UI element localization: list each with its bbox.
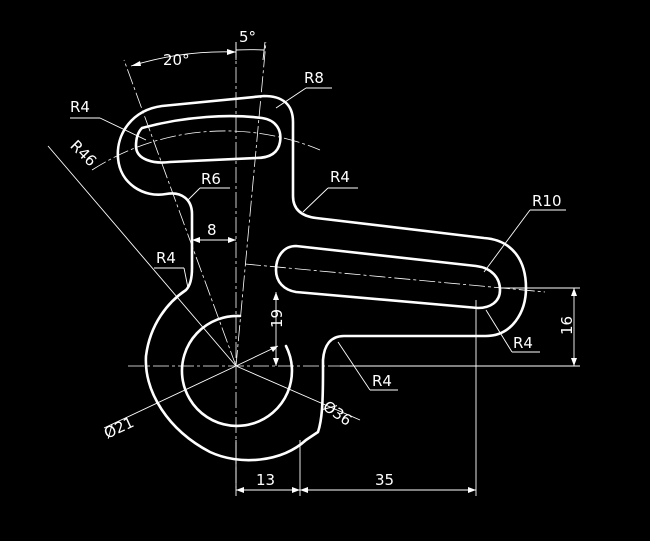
dim-r4-upper-right: R4 (330, 168, 350, 186)
dim-angle-5: 5° (239, 28, 256, 46)
dim-width-35: 35 (375, 471, 394, 489)
inner-c-ring (180, 314, 294, 428)
dim-r4-top-left: R4 (70, 98, 90, 116)
dim-r4-bottom: R4 (372, 372, 392, 390)
dim-r46: R46 (67, 137, 101, 171)
dim-height-19: 19 (268, 309, 286, 328)
dim-width-8: 8 (207, 221, 217, 239)
slot-centerline (244, 263, 546, 293)
r46-dim-line (47, 145, 237, 367)
dim-dia-21: Ø21 (101, 413, 137, 442)
upper-slot (134, 114, 282, 164)
dim-r10: R10 (532, 192, 562, 210)
leader-dia-36 (235, 365, 361, 421)
dim-r4-left: R4 (156, 249, 176, 267)
dim-r4-lower-right: R4 (513, 334, 533, 352)
leader-dia-21 (103, 365, 237, 429)
dim-r6: R6 (201, 170, 221, 188)
leader-r4-lower-right (485, 309, 513, 353)
leader-r8 (275, 87, 307, 109)
dim-width-13: 13 (256, 471, 275, 489)
leader-r4-bottom (337, 341, 371, 391)
dimension-lines (47, 41, 580, 496)
dim-dia-36: Ø36 (320, 397, 356, 429)
right-slot (274, 244, 502, 310)
dim-height-16: 16 (558, 316, 576, 335)
dimension-labels: 20° 5° R8 R4 R46 R6 R4 R10 8 R4 19 16 R4… (67, 28, 576, 489)
dim-angle-20: 20° (163, 51, 190, 69)
outer-contour (116, 94, 528, 462)
centerline-5deg (235, 41, 267, 367)
dim-r8: R8 (304, 69, 324, 87)
part-outline (116, 94, 528, 462)
arc-centerline-r46 (91, 130, 321, 171)
